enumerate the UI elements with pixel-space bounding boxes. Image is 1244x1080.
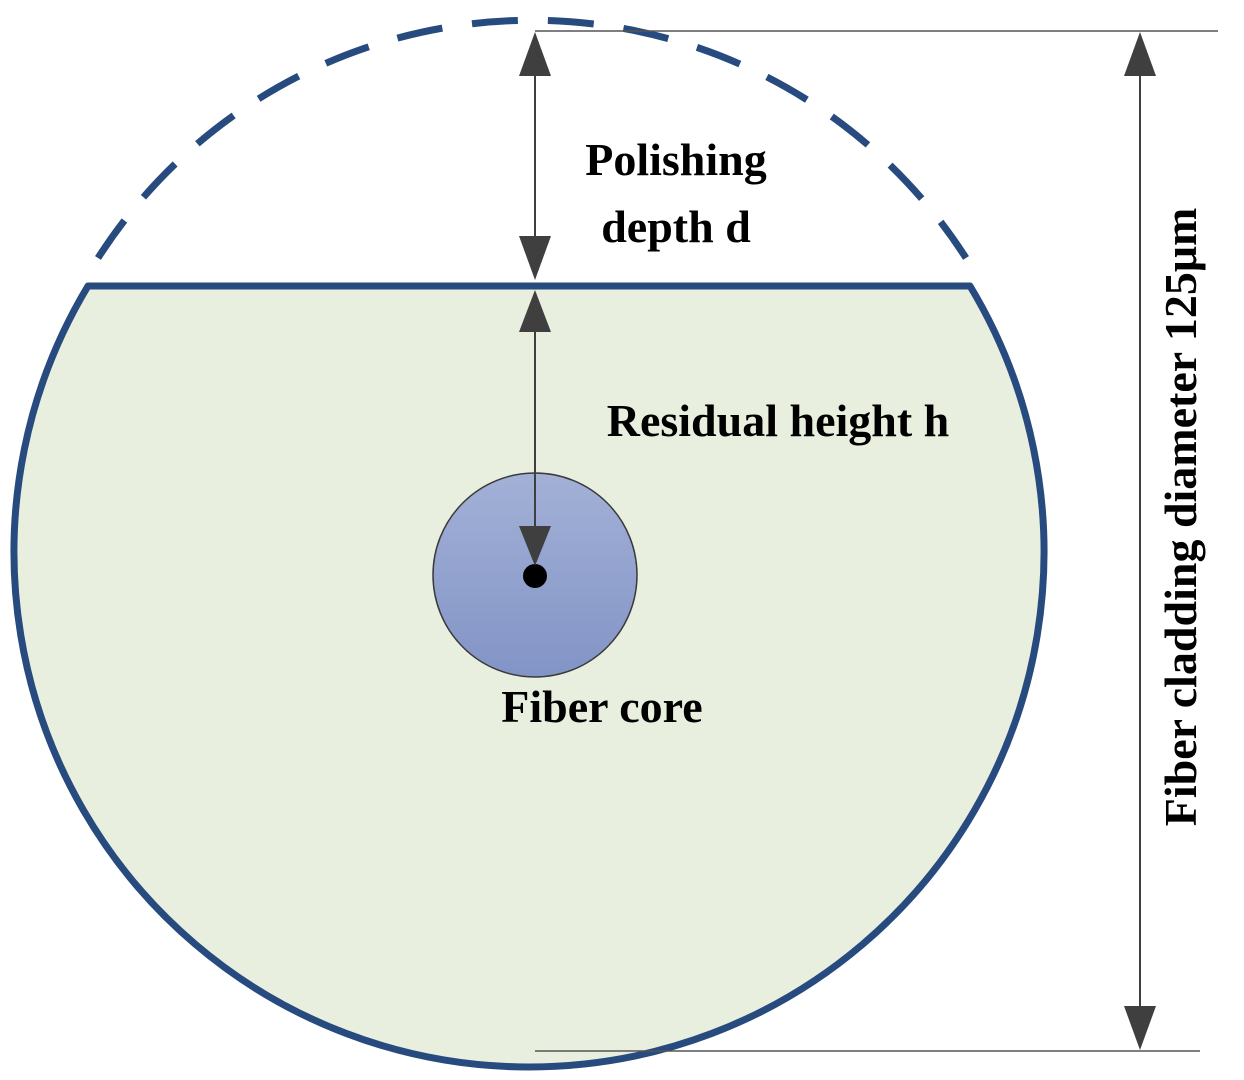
polishing-depth-label-line2: depth d <box>601 201 751 252</box>
fiber-core-label: Fiber core <box>501 681 702 732</box>
residual-height-label: Residual height h <box>607 395 950 446</box>
polishing-depth-arrow-head-top <box>519 32 551 76</box>
removed-cladding-dashed-arc <box>95 16 969 260</box>
diameter-arrow-head-top <box>1124 32 1156 76</box>
cladding-diameter-label: Fiber cladding diameter 125μm <box>1155 208 1206 827</box>
residual-height-arrow-head-top <box>519 290 551 332</box>
polishing-depth-label-line1: Polishing <box>585 134 767 185</box>
core-center-dot <box>523 564 547 588</box>
polishing-depth-arrow-head-bottom <box>519 236 551 280</box>
residual-height-arrow-head-bottom <box>519 526 551 566</box>
diameter-arrow-head-bottom <box>1124 1006 1156 1050</box>
